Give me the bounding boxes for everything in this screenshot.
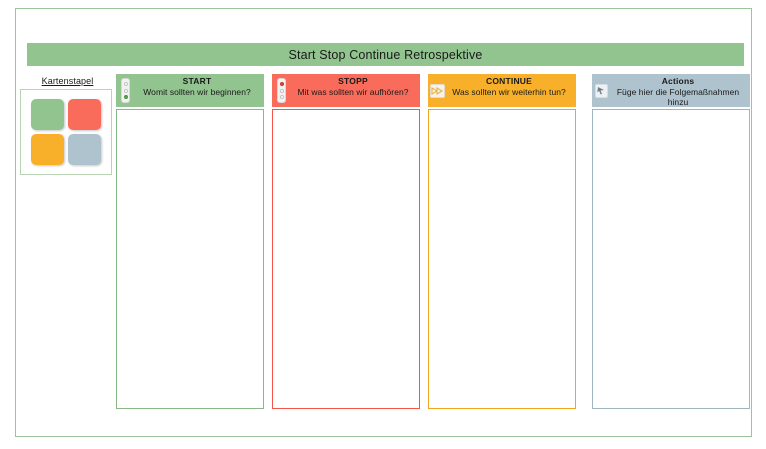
card-stack-box — [20, 89, 112, 175]
pointer-icon — [595, 76, 608, 105]
column-continue: CONTINUE Was sollten wir weiterhin tun? — [428, 74, 576, 409]
column-subtitle-stopp: Mit was sollten wir aufhören? — [297, 86, 409, 97]
stack-card-green[interactable] — [31, 99, 64, 130]
traffic-light-red-icon — [275, 76, 288, 105]
column-subtitle-start: Womit sollten wir beginnen? — [143, 86, 251, 97]
column-title-stopp: STOPP — [338, 76, 368, 86]
column-subtitle-continue: Was sollten wir weiterhin tun? — [452, 86, 566, 97]
column-title-start: START — [182, 76, 212, 86]
column-subtitle-actions: Füge hier die Folgemaßnahmen hinzu — [616, 86, 740, 108]
column-title-continue: CONTINUE — [486, 76, 532, 86]
column-actions: Actions Füge hier die Folgemaßnahmen hin… — [592, 74, 750, 409]
card-stack-panel: Kartenstapel — [20, 76, 115, 175]
column-body-continue[interactable] — [428, 109, 576, 409]
column-body-stopp[interactable] — [272, 109, 420, 409]
column-start: START Womit sollten wir beginnen? — [116, 74, 264, 409]
column-body-actions[interactable] — [592, 109, 750, 409]
column-header-continue[interactable]: CONTINUE Was sollten wir weiterhin tun? — [428, 74, 576, 107]
column-stopp: STOPP Mit was sollten wir aufhören? — [272, 74, 420, 409]
stack-card-red[interactable] — [68, 99, 101, 130]
stack-card-orange[interactable] — [31, 134, 64, 165]
card-stack-label: Kartenstapel — [41, 76, 94, 86]
column-header-start[interactable]: START Womit sollten wir beginnen? — [116, 74, 264, 107]
board-title: Start Stop Continue Retrospektive — [27, 43, 744, 66]
column-title-actions: Actions — [661, 76, 695, 86]
column-body-start[interactable] — [116, 109, 264, 409]
fast-forward-icon — [430, 76, 445, 105]
column-header-actions[interactable]: Actions Füge hier die Folgemaßnahmen hin… — [592, 74, 750, 107]
traffic-light-green-icon — [119, 76, 132, 105]
column-header-stopp[interactable]: STOPP Mit was sollten wir aufhören? — [272, 74, 420, 107]
stack-card-blue[interactable] — [68, 134, 101, 165]
